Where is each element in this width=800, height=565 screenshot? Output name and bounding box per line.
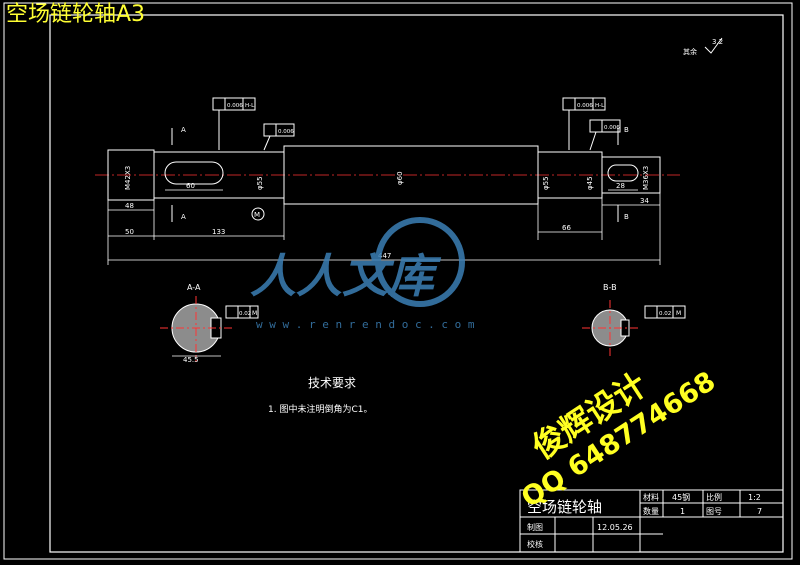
section-bb-title: B-B bbox=[603, 283, 617, 292]
title-block-scale-label: 比例 bbox=[706, 492, 722, 502]
overlay-title: 空场链轮轴A3 bbox=[6, 2, 146, 27]
section-b-bottom-label: B bbox=[624, 213, 629, 221]
title-block-drawing-no-label: 图号 bbox=[706, 507, 722, 516]
surface-roughness-note: 其余 3.2 bbox=[683, 37, 723, 56]
dia-right-small-label: φ45 bbox=[586, 176, 594, 190]
right-keyway bbox=[607, 164, 639, 182]
tolerance-value-1: 0.006 bbox=[227, 103, 243, 109]
shaft-body bbox=[107, 145, 661, 205]
tolerance-value-2: 0.006 bbox=[278, 129, 294, 135]
dim-34: 34 bbox=[640, 197, 649, 205]
dia-right-label: φ55 bbox=[542, 176, 550, 190]
section-a-bottom-label: A bbox=[181, 213, 186, 221]
section-aa-datum: M bbox=[252, 310, 257, 317]
section-aa-title: A-A bbox=[187, 283, 201, 292]
section-b-top-label: B bbox=[624, 126, 629, 134]
roughness-symbol-icon bbox=[704, 37, 723, 54]
tolerance-ref-left: H-L bbox=[245, 103, 255, 109]
dim-total-447: 447 bbox=[378, 252, 391, 260]
logo-circle-icon bbox=[375, 217, 465, 307]
title-block-qty-label: 数量 bbox=[643, 506, 659, 516]
thread-left-label: M42X3 bbox=[124, 166, 132, 190]
inner-frame bbox=[49, 14, 784, 553]
outer-frame bbox=[3, 2, 793, 560]
renrendoc-logo: 人人文库 w w w . r e n r e n d o c . c o m bbox=[250, 217, 475, 331]
tech-req-heading: 技术要求 bbox=[308, 376, 356, 390]
dim-50: 50 bbox=[125, 228, 134, 236]
dia-left-label: φ55 bbox=[256, 176, 264, 190]
title-block-drawing-no-value: 7 bbox=[757, 507, 762, 516]
dim-28: 28 bbox=[616, 182, 625, 190]
dia-mid-label: φ60 bbox=[396, 171, 404, 185]
title-block-material-label: 材料 bbox=[643, 492, 659, 502]
title-block bbox=[519, 489, 784, 553]
section-bb-view: B-B 0.02 M bbox=[582, 283, 686, 356]
left-keyway bbox=[164, 161, 224, 185]
title-block-material-value: 45钢 bbox=[672, 492, 690, 502]
dim-66: 66 bbox=[562, 224, 571, 232]
surface-value: 3.2 bbox=[712, 38, 723, 46]
logo-text: 人人文库 bbox=[250, 249, 442, 303]
title-block-checked-label: 校核 bbox=[527, 539, 543, 549]
tolerance-frames bbox=[212, 97, 621, 151]
tolerance-value-3: 0.006 bbox=[577, 103, 593, 109]
section-bb-tol: 0.02 bbox=[659, 311, 671, 317]
logo-url: w w w . r e n r e n d o c . c o m bbox=[256, 318, 475, 331]
dimension-lines bbox=[107, 189, 661, 265]
section-cut-lines bbox=[171, 128, 619, 222]
section-aa-view: A-A 45.5 0.02 M bbox=[160, 283, 259, 364]
title-block-qty-value: 1 bbox=[680, 507, 685, 516]
tolerance-value-4: 0.006 bbox=[604, 125, 620, 131]
title-block-drawn-label: 制图 bbox=[527, 522, 543, 532]
title-block-part-name: 空场链轮轴 bbox=[527, 498, 602, 516]
tolerance-ref-right: H-L bbox=[595, 103, 605, 109]
title-block-drawn-date: 12.05.26 bbox=[597, 523, 633, 532]
thread-right-label: M36X3 bbox=[642, 166, 650, 190]
title-block-scale-value: 1:2 bbox=[748, 493, 761, 502]
section-aa-tol: 0.02 bbox=[239, 311, 251, 317]
section-aa-dim: 45.5 bbox=[183, 356, 199, 364]
dim-key-60: 60 bbox=[186, 182, 195, 190]
datum-circle-label: M bbox=[254, 211, 260, 219]
dim-133: 133 bbox=[212, 228, 225, 236]
section-a-top-label: A bbox=[181, 126, 186, 134]
tech-req-item-1: 1. 图中未注明倒角为C1。 bbox=[268, 403, 372, 415]
section-bb-datum: M bbox=[676, 310, 681, 317]
datum-circle bbox=[251, 207, 265, 221]
dim-48: 48 bbox=[125, 202, 134, 210]
right-thread-section bbox=[601, 156, 661, 194]
surface-note-label: 其余 bbox=[683, 47, 697, 56]
